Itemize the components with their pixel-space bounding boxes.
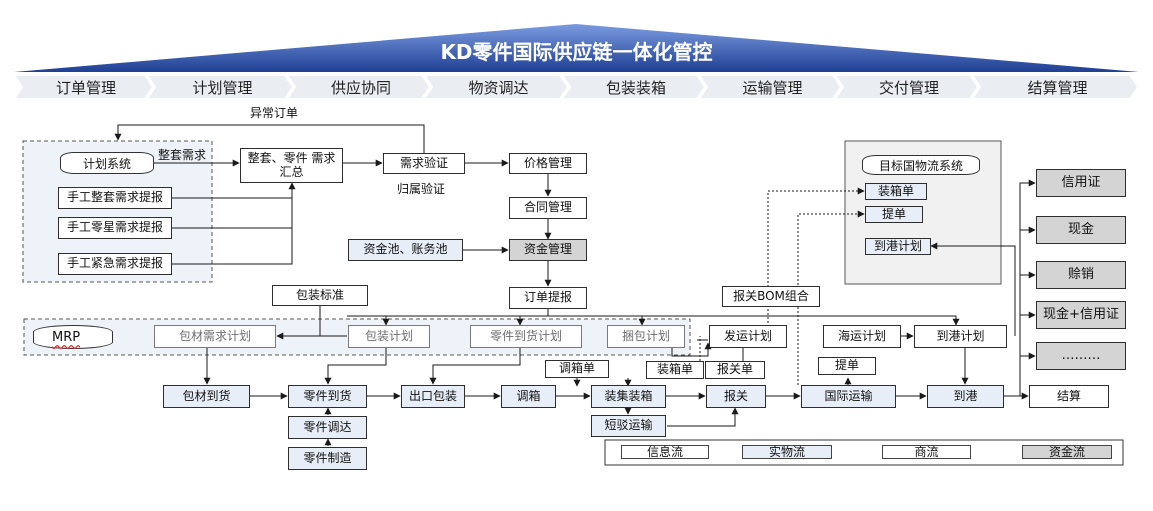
phase-settlement-mgmt: 结算管理: [1027, 78, 1088, 97]
part-arrival: 零件到货: [288, 385, 367, 408]
packing-list: 装箱单: [646, 361, 704, 379]
phase-bar: [12, 74, 1140, 100]
phase-order-mgmt: 订单管理: [55, 78, 116, 97]
customs-clearance: 报关: [706, 385, 766, 408]
customs-bom-combo: 报关BOM组合: [722, 286, 820, 307]
transfer-order: 调箱单: [545, 360, 609, 378]
port-arrival: 到港: [927, 385, 1004, 408]
ship-plan: 发运计划: [709, 325, 787, 348]
legend-info-flow: 信息流: [621, 445, 709, 459]
legend-commercial-flow: 商流: [882, 445, 971, 459]
price-mgmt: 价格管理: [509, 153, 587, 174]
fund-pool: 资金池、账务池: [348, 239, 463, 261]
target-packing-list: 装箱单: [865, 183, 927, 200]
bill-of-lading: 提单: [818, 357, 876, 375]
part-arrival-plan: 零件到货计划: [470, 325, 582, 348]
settlement-cash-plus-lc: 现金+信用证: [1036, 301, 1126, 329]
transfer-box: 调箱: [501, 385, 556, 408]
phase-pack-box: 包装装箱: [605, 78, 666, 97]
phase-material-dispatch: 物资调达: [468, 78, 529, 97]
pack-plan: 包装计划: [348, 325, 430, 348]
sea-freight-plan: 海运计划: [823, 325, 901, 348]
legend-physical-flow: 实物流: [742, 445, 832, 459]
attribution-verify-label: 归属验证: [397, 182, 446, 196]
manual-urgent-demand: 手工紧急需求提报: [58, 253, 172, 275]
export-packing: 出口包装: [401, 385, 465, 408]
international-transport: 国际运输: [801, 385, 896, 408]
plan-system: 计划系统: [60, 152, 154, 174]
contract-mgmt: 合同管理: [509, 197, 587, 219]
order-submit: 订单提报: [509, 287, 587, 309]
demand-verify: 需求验证: [383, 153, 465, 174]
phase-plan-mgmt: 计划管理: [192, 78, 253, 97]
part-manufacture: 零件制造: [288, 447, 367, 470]
pack-material-plan: 包材需求计划: [154, 325, 276, 348]
phase-delivery-mgmt: 交付管理: [878, 78, 939, 97]
settlement-cash: 现金: [1036, 216, 1126, 244]
bundle-plan: 捆包计划: [607, 325, 685, 348]
settlement-credit-sale: 赊销: [1036, 261, 1126, 289]
container-loading: 装集装箱: [591, 385, 666, 408]
short-haul-transport: 短驳运输: [591, 415, 666, 437]
abnormal-order-label: 异常订单: [250, 106, 299, 120]
target-logistics-system: 目标国物流系统: [862, 155, 980, 175]
customs-declaration: 报关单: [705, 361, 765, 379]
settlement: 结算: [1029, 385, 1109, 408]
settlement-letter-of-credit: 信用证: [1036, 169, 1126, 197]
title-banner: [14, 24, 1139, 72]
mrp-system: MRP: [33, 325, 113, 349]
port-arrival-plan: 到港计划: [914, 325, 1007, 348]
page-title: KD零件国际供应链一体化管控: [440, 40, 713, 64]
part-dispatch: 零件调达: [288, 416, 367, 439]
complete-demand-label: 整套需求: [158, 148, 207, 162]
demand-summary: 整套、零件 需求汇总: [240, 148, 343, 183]
fund-mgmt: 资金管理: [509, 239, 587, 261]
target-port-plan: 到港计划: [865, 238, 931, 255]
phase-transport-mgmt: 运输管理: [742, 78, 803, 97]
dotted-connectors: [699, 187, 865, 385]
pack-material-arrival: 包材到货: [163, 385, 250, 408]
manual-single-demand: 手工零星需求提报: [58, 217, 172, 239]
pack-standard: 包装标准: [272, 285, 368, 306]
phase-supply-collab: 供应协同: [330, 78, 391, 97]
flow-connectors: [114, 124, 1036, 446]
settlement-more: ………: [1036, 342, 1126, 370]
target-bill-of-lading: 提单: [865, 206, 923, 223]
manual-complete-demand: 手工整套需求提报: [58, 187, 172, 209]
legend-fund-flow: 资金流: [1022, 445, 1112, 459]
